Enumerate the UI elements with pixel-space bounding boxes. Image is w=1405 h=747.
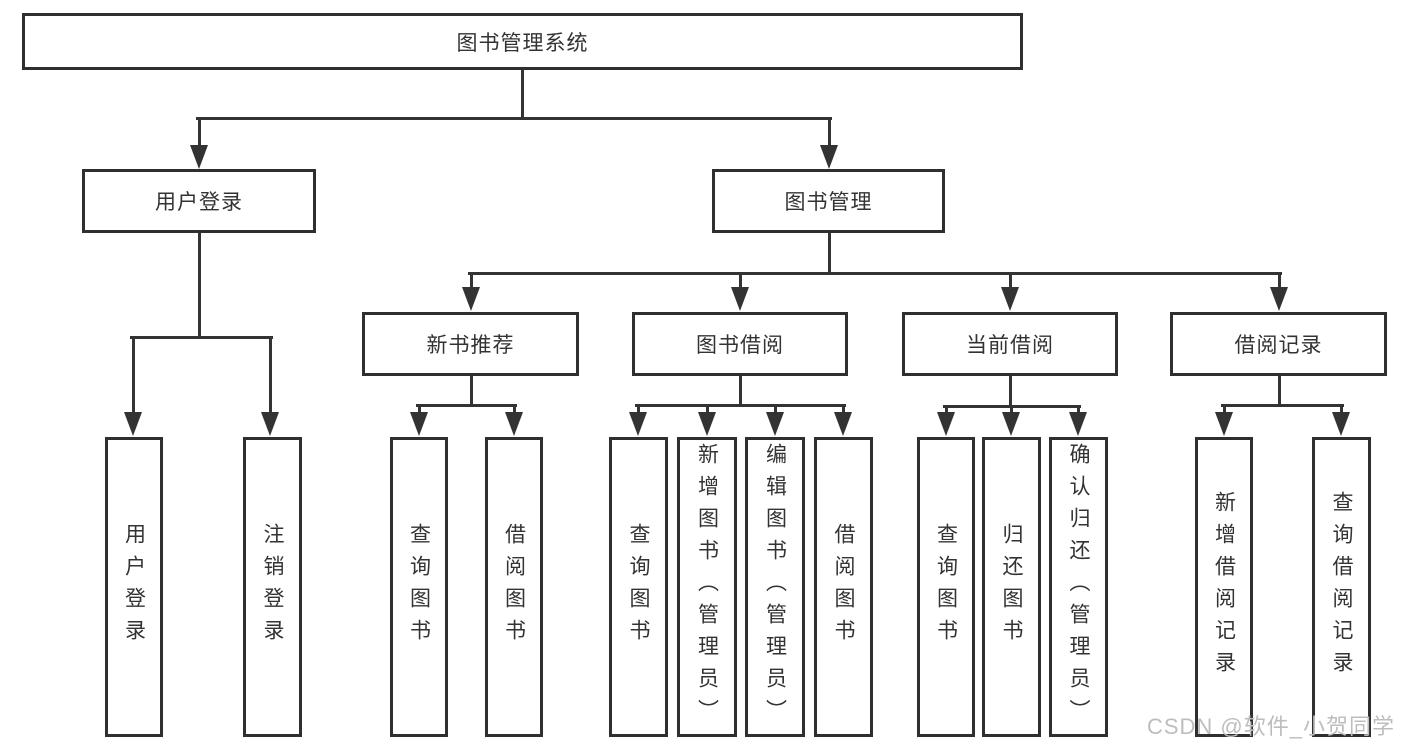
connector-arrow-shaft: [1278, 273, 1281, 291]
node-book-management: 图书管理: [712, 169, 945, 233]
node-label-add-borrow-record: 新增借阅记录: [1212, 491, 1236, 683]
node-label-query-borrow-record: 查询借阅记录: [1330, 491, 1353, 683]
node-label-book-management: 图书管理: [784, 191, 873, 214]
node-confirm-return-admin: 确认归还（管理员）: [1049, 437, 1108, 737]
arrowhead-icon: [766, 412, 784, 436]
connector-arrow-shaft: [842, 405, 845, 416]
node-user-login-leaf: 用户登录: [105, 437, 163, 737]
connector-line-vertical: [1278, 375, 1281, 407]
connector-line-horizontal: [1221, 404, 1344, 407]
connector-line-vertical: [198, 232, 201, 339]
connector-line-horizontal: [635, 404, 846, 407]
connector-line-horizontal: [196, 117, 832, 120]
node-add-borrow-record: 新增借阅记录: [1195, 437, 1253, 737]
arrowhead-icon: [462, 287, 480, 311]
connector-arrow-shaft: [637, 405, 640, 416]
arrowhead-icon: [124, 412, 142, 436]
arrowhead-icon: [1002, 412, 1020, 436]
node-label-borrowing-records: 借阅记录: [1234, 334, 1323, 357]
connector-arrow-shaft: [739, 273, 742, 291]
node-add-books-admin: 新增图书（管理员）: [677, 437, 737, 737]
node-label-confirm-return-admin: 确认归还（管理员）: [1067, 443, 1090, 731]
node-query-books-borrowing: 查询图书: [609, 437, 668, 737]
connector-line-horizontal: [468, 272, 1282, 275]
node-current-borrowing: 当前借阅: [902, 312, 1118, 376]
node-borrow-books-recommend: 借阅图书: [485, 437, 543, 737]
arrowhead-icon: [505, 412, 523, 436]
arrowhead-icon: [261, 412, 279, 436]
node-label-query-books-current: 查询图书: [934, 523, 958, 651]
connector-line-vertical: [521, 69, 524, 120]
node-label-new-book-recommend: 新书推荐: [426, 334, 515, 357]
node-borrowing-records: 借阅记录: [1170, 312, 1387, 376]
connector-line-vertical: [1009, 375, 1012, 408]
csdn-watermark: CSDN @软件_小贺同学: [1146, 714, 1395, 739]
node-label-query-books-recommend: 查询图书: [407, 523, 431, 651]
connector-line-horizontal: [416, 404, 517, 407]
connector-arrow-shaft: [470, 273, 473, 291]
arrowhead-icon: [629, 412, 647, 436]
node-label-current-borrowing: 当前借阅: [966, 334, 1054, 357]
node-return-books: 归还图书: [982, 437, 1041, 737]
node-query-borrow-record: 查询借阅记录: [1312, 437, 1371, 737]
arrowhead-icon: [698, 412, 716, 436]
connector-arrow-shaft: [132, 337, 135, 416]
arrowhead-icon: [190, 145, 208, 169]
node-user-login: 用户登录: [82, 169, 316, 233]
connector-arrow-shaft: [513, 405, 516, 416]
arrowhead-icon: [1332, 412, 1350, 436]
node-label-logout: 注销登录: [261, 523, 284, 651]
node-logout: 注销登录: [243, 437, 302, 737]
connector-arrow-shaft: [706, 405, 709, 416]
node-label-query-books-borrowing: 查询图书: [627, 523, 650, 651]
connector-arrow-shaft: [1009, 273, 1012, 291]
connector-arrow-shaft: [1340, 405, 1343, 416]
node-label-library-system: 图书管理系统: [456, 31, 589, 55]
arrowhead-icon: [820, 145, 838, 169]
connector-arrow-shaft: [198, 118, 201, 149]
connector-arrow-shaft: [774, 405, 777, 416]
node-label-book-borrowing: 图书借阅: [696, 334, 784, 357]
arrowhead-icon: [731, 287, 749, 311]
node-query-books-current: 查询图书: [917, 437, 975, 737]
node-label-user-login: 用户登录: [155, 191, 243, 214]
arrowhead-icon: [1001, 287, 1019, 311]
arrowhead-icon: [1270, 287, 1288, 311]
arrowhead-icon: [1215, 412, 1233, 436]
connector-arrow-shaft: [418, 405, 421, 416]
node-label-user-login-leaf: 用户登录: [122, 523, 146, 651]
node-label-borrow-books-leaf: 借阅图书: [832, 523, 855, 651]
node-library-system: 图书管理系统: [22, 13, 1023, 70]
connector-line-vertical: [739, 375, 742, 407]
node-label-edit-books-admin: 编辑图书（管理员）: [763, 443, 787, 731]
connector-arrow-shaft: [828, 118, 831, 149]
arrowhead-icon: [1069, 412, 1087, 436]
connector-line-vertical: [828, 232, 831, 275]
connector-line-vertical: [470, 375, 473, 407]
node-borrow-books-leaf: 借阅图书: [814, 437, 873, 737]
node-edit-books-admin: 编辑图书（管理员）: [745, 437, 805, 737]
node-label-return-books: 归还图书: [1000, 523, 1023, 651]
connector-arrow-shaft: [1077, 406, 1080, 416]
arrowhead-icon: [834, 412, 852, 436]
node-query-books-recommend: 查询图书: [390, 437, 448, 737]
connector-arrow-shaft: [1223, 405, 1226, 416]
connector-line-horizontal: [130, 336, 273, 339]
connector-arrow-shaft: [269, 337, 272, 416]
node-book-borrowing: 图书借阅: [632, 312, 848, 376]
connector-arrow-shaft: [945, 406, 948, 416]
node-new-book-recommend: 新书推荐: [362, 312, 579, 376]
node-label-borrow-books-recommend: 借阅图书: [502, 523, 526, 651]
connector-arrow-shaft: [1010, 406, 1013, 416]
arrowhead-icon: [937, 412, 955, 436]
arrowhead-icon: [410, 412, 428, 436]
node-label-add-books-admin: 新增图书（管理员）: [695, 443, 719, 731]
